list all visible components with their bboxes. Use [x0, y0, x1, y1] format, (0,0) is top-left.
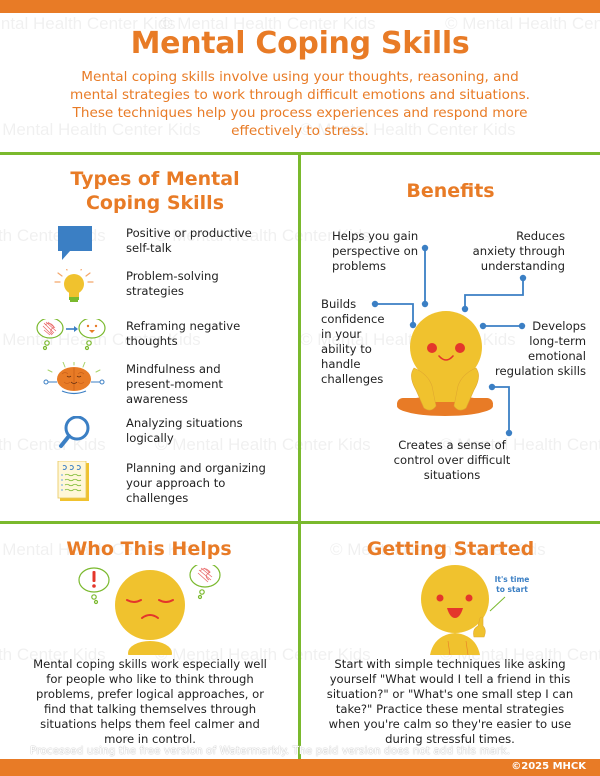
paragraph-line: for people who like to think through [46, 672, 254, 686]
benefit-line: perspective on [332, 244, 419, 258]
paragraph-line: when you're calm so they're easier to us… [328, 717, 572, 731]
benefit-line: Develops [532, 319, 586, 333]
who-helps-paragraph: Mental coping skills work especially wel… [20, 657, 280, 747]
paragraph-line: yourself "What would I tell a friend in … [329, 672, 571, 686]
type-item-analyzing: Analyzing situations logically [30, 415, 290, 462]
type-label-line: thoughts [126, 334, 178, 348]
paragraph-line: find that talking themselves through [43, 702, 257, 716]
type-label-line: Mindfulness and [126, 362, 221, 376]
type-label-line: Problem-solving [126, 269, 219, 283]
type-label-line: logically [126, 431, 174, 445]
footer-bar: ©2025 MHCK [0, 759, 600, 776]
meditating-brain-icon [30, 359, 110, 408]
top-accent-bar [0, 0, 600, 13]
benefit-perspective: Helps you gain perspective on problems [332, 229, 442, 274]
processing-notice: Processed using the free version of Wate… [30, 745, 511, 757]
divider-vertical [298, 152, 301, 759]
benefit-line: challenges [321, 372, 384, 386]
paragraph-line: situation?" or "What's one small step I … [326, 687, 574, 701]
intro-line: These techniques help you process experi… [72, 105, 528, 121]
paragraph-line: during stressful times. [385, 732, 515, 746]
type-label-line: your approach to [126, 476, 226, 490]
magnifying-glass-icon [30, 415, 110, 462]
paragraph-line: more in control. [104, 732, 196, 746]
intro-line: Mental coping skills involve using your … [81, 69, 519, 85]
benefit-line: ability to [321, 342, 372, 356]
getting-started-paragraph: Start with simple techniques like asking… [320, 657, 580, 747]
benefit-line: in your [321, 327, 362, 341]
benefit-line: handle [321, 357, 361, 371]
reframe-thought-icon [30, 317, 110, 365]
types-section-title: Types of Mental Coping Skills [30, 167, 280, 215]
type-label-line: awareness [126, 392, 188, 406]
benefit-line: control over difficult [393, 453, 511, 467]
benefit-line: regulation skills [494, 364, 586, 378]
benefit-line: Reduces [516, 229, 565, 243]
caption-line: It's time [494, 575, 530, 584]
intro-line: effectively to stress. [231, 123, 369, 139]
benefit-line: problems [332, 259, 387, 273]
type-item-problem-solving: Problem-solving strategies [30, 261, 290, 315]
type-label: Problem-solving strategies [126, 269, 296, 299]
type-label-line: challenges [126, 491, 189, 505]
happy-character-icon [397, 311, 493, 416]
benefit-line: emotional [527, 349, 586, 363]
benefit-confidence: Builds confidence in your ability to han… [321, 297, 401, 387]
benefit-regulation: Develops long-term emotional regulation … [478, 319, 586, 379]
benefit-line: understanding [480, 259, 565, 273]
who-helps-section-title: Who This Helps [66, 538, 232, 560]
sad-character-icon [78, 565, 221, 655]
paragraph-line: take?" Practice these mental strategies [335, 702, 565, 716]
type-label-line: present-moment [126, 377, 223, 391]
type-label-line: strategies [126, 284, 184, 298]
type-label-line: Reframing negative [126, 319, 241, 333]
types-title-line: Types of Mental [70, 168, 240, 190]
benefit-line: situations [423, 468, 481, 482]
intro-paragraph: Mental coping skills involve using your … [40, 68, 560, 140]
benefits-diagram [371, 244, 527, 437]
benefits-section-title: Benefits [406, 180, 495, 202]
type-label: Planning and organizing your approach to… [126, 461, 296, 506]
intro-line: mental strategies to work through diffic… [70, 87, 530, 103]
benefit-line: confidence [321, 312, 385, 326]
type-item-self-talk: Positive or productive self-talk [30, 226, 290, 272]
type-label-line: self-talk [126, 241, 172, 255]
paragraph-line: situations helps them feel calmer and [40, 717, 260, 731]
benefit-control: Creates a sense of control over difficul… [382, 438, 522, 483]
type-item-reframing: Reframing negative thoughts [30, 317, 290, 365]
benefit-line: Builds [321, 297, 357, 311]
paragraph-line: Mental coping skills work especially wel… [33, 657, 267, 671]
benefit-anxiety: Reduces anxiety through understanding [455, 229, 565, 274]
type-item-mindfulness: Mindfulness and present-moment awareness [30, 359, 290, 408]
lightbulb-icon [30, 261, 110, 315]
type-label: Mindfulness and present-moment awareness [126, 362, 296, 407]
benefit-line: anxiety through [472, 244, 565, 258]
paragraph-line: Start with simple techniques like asking [334, 657, 566, 671]
benefit-line: long-term [529, 334, 586, 348]
speech-bubble-icon [30, 226, 110, 272]
caption-line: to start [496, 585, 528, 594]
type-label: Positive or productive self-talk [126, 226, 296, 256]
notepad-icon [30, 460, 110, 507]
getting-started-section-title: Getting Started [366, 538, 535, 560]
type-label-line: Analyzing situations [126, 416, 243, 430]
type-item-planning: Planning and organizing your approach to… [30, 460, 290, 507]
paragraph-line: problems, prefer logical approaches, or [36, 687, 264, 701]
speech-caption: It's time to start [487, 575, 537, 595]
type-label-line: Planning and organizing [126, 461, 266, 475]
copyright: ©2025 MHCK [511, 761, 586, 772]
benefit-line: Helps you gain [332, 229, 419, 243]
page-title: Mental Coping Skills [130, 26, 470, 61]
type-label-line: Positive or productive [126, 226, 252, 240]
types-title-line: Coping Skills [85, 192, 225, 214]
type-label: Reframing negative thoughts [126, 319, 296, 349]
pointing-character-icon [421, 565, 506, 655]
benefit-line: Creates a sense of [398, 438, 506, 452]
type-label: Analyzing situations logically [126, 416, 296, 446]
